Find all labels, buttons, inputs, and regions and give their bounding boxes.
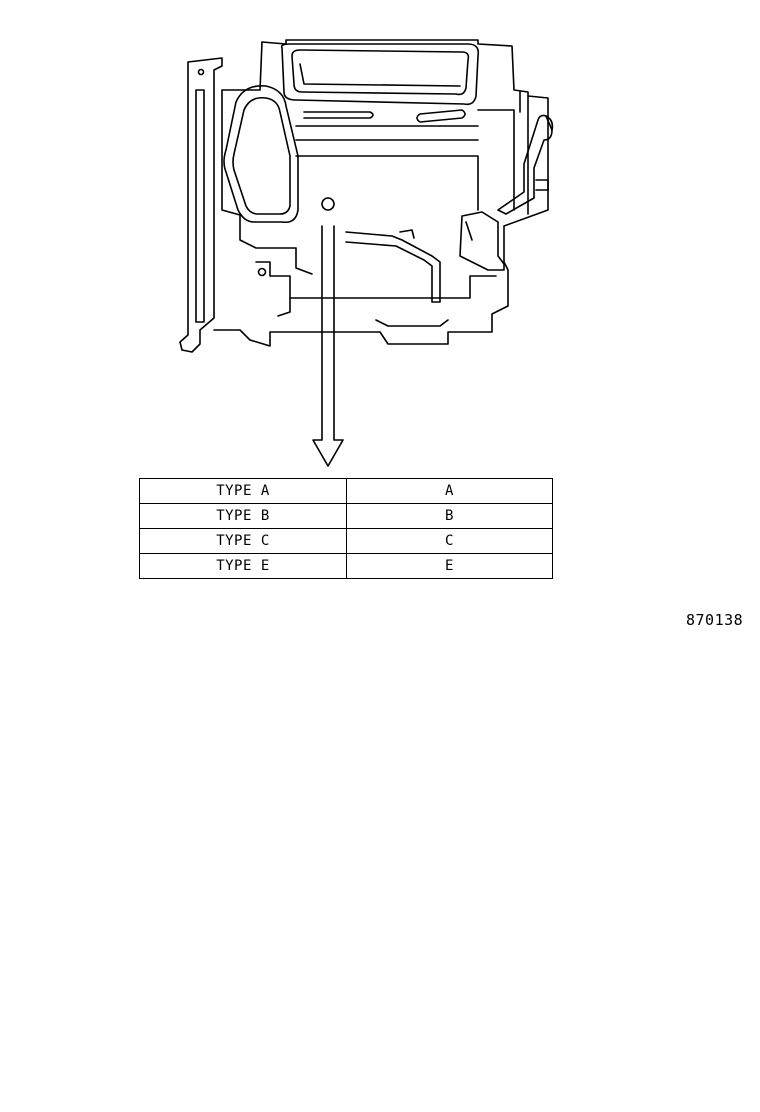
arrow-pointer [312, 197, 344, 467]
left-bracket [179, 57, 223, 353]
table-row: TYPE C C [139, 528, 553, 554]
right-bracket [459, 211, 505, 271]
lower-panels [255, 247, 497, 327]
code-cell: C [346, 528, 553, 554]
type-cell: TYPE C [139, 528, 347, 554]
table-row: TYPE B B [139, 503, 553, 529]
housing-slots [303, 109, 466, 123]
top-duct [280, 43, 480, 106]
type-cell: TYPE A [139, 478, 347, 504]
code-cell: A [346, 478, 553, 504]
type-cell: TYPE E [139, 553, 347, 579]
housing-body [213, 39, 549, 347]
heater-unit-diagram [179, 39, 554, 467]
lower-tube [345, 229, 441, 303]
code-cell: B [346, 503, 553, 529]
side-duct [223, 85, 299, 224]
reference-number: 870138 [686, 611, 744, 629]
table-row: TYPE A A [139, 478, 553, 504]
code-cell: E [346, 553, 553, 579]
type-table: TYPE A A TYPE B B TYPE C C TYPE E E [139, 478, 553, 579]
table-row: TYPE E E [139, 553, 553, 579]
right-pipe [497, 114, 554, 215]
type-cell: TYPE B [139, 503, 347, 529]
